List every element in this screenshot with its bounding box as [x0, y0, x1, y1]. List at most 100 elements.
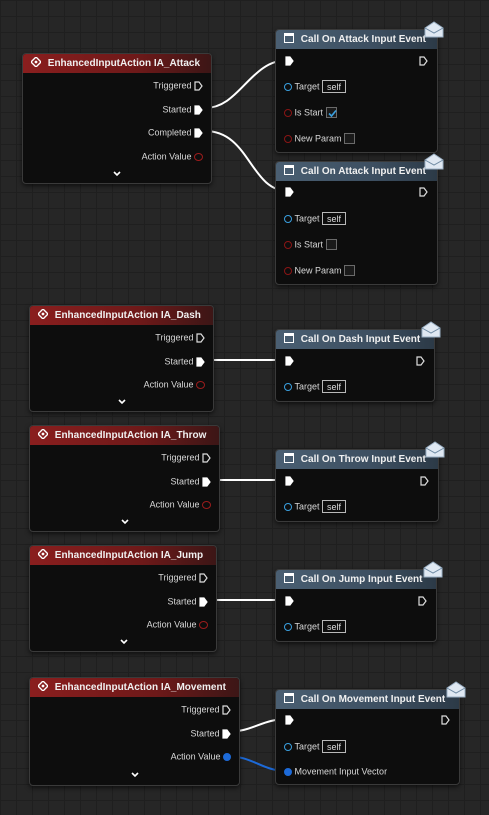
call-node-dash[interactable]: Call On Dash Input Event Target self	[275, 321, 441, 402]
call-node-attack-1[interactable]: Call On Attack Input Event Target self I…	[275, 21, 444, 153]
input-node-ia-attack[interactable]: EnhancedInputAction IA_Attack Triggered …	[22, 53, 212, 184]
pin-target[interactable]: Target self	[284, 498, 347, 514]
bool-pin-icon[interactable]	[202, 500, 211, 509]
target-value-field[interactable]: self	[322, 620, 347, 634]
object-pin-icon[interactable]	[284, 82, 292, 91]
new-param-checkbox[interactable]	[344, 133, 356, 145]
pin-triggered[interactable]: Triggered	[161, 449, 211, 465]
vector-pin-icon[interactable]	[223, 752, 231, 761]
exec-pin-outline-icon[interactable]	[196, 333, 205, 343]
exec-pin-outline-icon[interactable]	[202, 453, 211, 463]
call-node-jump[interactable]: Call On Jump Input Event Target self	[275, 561, 443, 642]
call-node-attack-2[interactable]: Call On Attack Input Event Target self I…	[275, 153, 444, 285]
object-pin-icon[interactable]	[284, 382, 292, 391]
exec-pin-in-icon[interactable]	[285, 715, 294, 725]
call-node-throw[interactable]: Call On Throw Input Event Target self	[275, 441, 445, 522]
chevron-down-icon[interactable]	[130, 771, 140, 779]
pin-target[interactable]: Target self	[284, 618, 347, 634]
input-node-ia-dash[interactable]: EnhancedInputAction IA_Dash Triggered St…	[29, 305, 214, 412]
node-header[interactable]: Call On Movement Input Event	[276, 681, 466, 709]
exec-pin-in-icon[interactable]	[285, 476, 294, 486]
bool-pin-icon[interactable]	[194, 152, 203, 161]
node-header[interactable]: Call On Jump Input Event	[276, 561, 443, 589]
exec-pin-in-icon[interactable]	[285, 187, 294, 197]
pin-started[interactable]: Started	[190, 725, 231, 741]
exec-pin-out-icon[interactable]	[418, 596, 427, 606]
exec-pin-in-icon[interactable]	[285, 596, 294, 606]
exec-pin-filled-icon[interactable]	[199, 597, 208, 607]
pin-is-start[interactable]: Is Start	[284, 104, 337, 120]
pin-action-value[interactable]: Action Value	[150, 496, 211, 512]
pin-movement-input-vector[interactable]: Movement Input Vector	[284, 763, 387, 779]
vector-pin-icon[interactable]	[284, 767, 292, 776]
input-node-ia-throw[interactable]: EnhancedInputAction IA_Throw Triggered S…	[29, 425, 220, 532]
object-pin-icon[interactable]	[284, 742, 292, 751]
pin-is-start[interactable]: Is Start	[284, 236, 337, 252]
target-value-field[interactable]: self	[322, 380, 347, 394]
chevron-down-icon[interactable]	[112, 170, 122, 178]
pin-action-value[interactable]: Action Value	[171, 748, 231, 764]
input-node-ia-jump[interactable]: EnhancedInputAction IA_Jump Triggered St…	[29, 545, 217, 652]
exec-pin-filled-icon[interactable]	[194, 128, 203, 138]
target-value-field[interactable]: self	[322, 212, 347, 226]
pin-action-value[interactable]: Action Value	[147, 616, 208, 632]
pin-started[interactable]: Started	[164, 353, 205, 369]
pin-target[interactable]: Target self	[284, 738, 347, 754]
exec-pin-in-icon[interactable]	[285, 356, 294, 366]
target-value-field[interactable]: self	[322, 740, 347, 754]
pin-target[interactable]: Target self	[284, 210, 347, 226]
pin-new-param[interactable]: New Param	[284, 262, 356, 278]
pin-triggered[interactable]: Triggered	[153, 77, 203, 93]
exec-pin-filled-icon[interactable]	[196, 357, 205, 367]
pin-completed[interactable]: Completed	[148, 124, 203, 140]
is-start-checkbox[interactable]	[325, 107, 337, 119]
call-node-movement[interactable]: Call On Movement Input Event Target self…	[275, 681, 466, 785]
exec-pin-out-icon[interactable]	[419, 56, 428, 66]
pin-triggered[interactable]: Triggered	[181, 701, 231, 717]
pin-started[interactable]: Started	[162, 101, 203, 117]
input-node-ia-movement[interactable]: EnhancedInputAction IA_Movement Triggere…	[29, 677, 240, 786]
new-param-checkbox[interactable]	[344, 265, 356, 277]
exec-pin-out-icon[interactable]	[441, 715, 450, 725]
exec-pin-filled-icon[interactable]	[222, 729, 231, 739]
pin-action-value[interactable]: Action Value	[144, 376, 205, 392]
object-pin-icon[interactable]	[284, 502, 292, 511]
exec-pin-filled-icon[interactable]	[202, 477, 211, 487]
pin-action-value[interactable]: Action Value	[142, 148, 203, 164]
bool-pin-icon[interactable]	[196, 380, 205, 389]
pin-triggered[interactable]: Triggered	[155, 329, 205, 345]
pin-target[interactable]: Target self	[284, 378, 347, 394]
node-header[interactable]: EnhancedInputAction IA_Attack	[23, 54, 211, 73]
chevron-down-icon[interactable]	[120, 518, 130, 526]
bool-pin-icon[interactable]	[199, 620, 208, 629]
object-pin-icon[interactable]	[284, 622, 292, 631]
exec-pin-filled-icon[interactable]	[194, 105, 203, 115]
object-pin-icon[interactable]	[284, 214, 292, 223]
node-header[interactable]: EnhancedInputAction IA_Throw	[30, 426, 219, 445]
bool-pin-icon[interactable]	[284, 240, 292, 249]
exec-pin-out-icon[interactable]	[420, 476, 429, 486]
pin-new-param[interactable]: New Param	[284, 130, 356, 146]
node-header[interactable]: EnhancedInputAction IA_Dash	[30, 306, 213, 325]
pin-started[interactable]: Started	[170, 473, 211, 489]
pin-target[interactable]: Target self	[284, 78, 347, 94]
exec-pin-outline-icon[interactable]	[222, 705, 231, 715]
is-start-checkbox[interactable]	[325, 239, 337, 251]
exec-pin-out-icon[interactable]	[416, 356, 425, 366]
node-header[interactable]: Call On Attack Input Event	[276, 21, 444, 49]
node-header[interactable]: EnhancedInputAction IA_Movement	[30, 678, 239, 697]
exec-pin-in-icon[interactable]	[285, 56, 294, 66]
bool-pin-icon[interactable]	[284, 266, 292, 275]
exec-pin-outline-icon[interactable]	[194, 81, 203, 91]
bool-pin-icon[interactable]	[284, 134, 292, 143]
exec-pin-out-icon[interactable]	[419, 187, 428, 197]
chevron-down-icon[interactable]	[117, 398, 127, 406]
node-header[interactable]: EnhancedInputAction IA_Jump	[30, 546, 216, 565]
bool-pin-icon[interactable]	[284, 108, 292, 117]
node-header[interactable]: Call On Attack Input Event	[276, 153, 444, 181]
chevron-down-icon[interactable]	[119, 638, 129, 646]
node-header[interactable]: Call On Dash Input Event	[276, 321, 441, 349]
target-value-field[interactable]: self	[322, 500, 347, 514]
pin-started[interactable]: Started	[167, 593, 208, 609]
pin-triggered[interactable]: Triggered	[158, 569, 208, 585]
